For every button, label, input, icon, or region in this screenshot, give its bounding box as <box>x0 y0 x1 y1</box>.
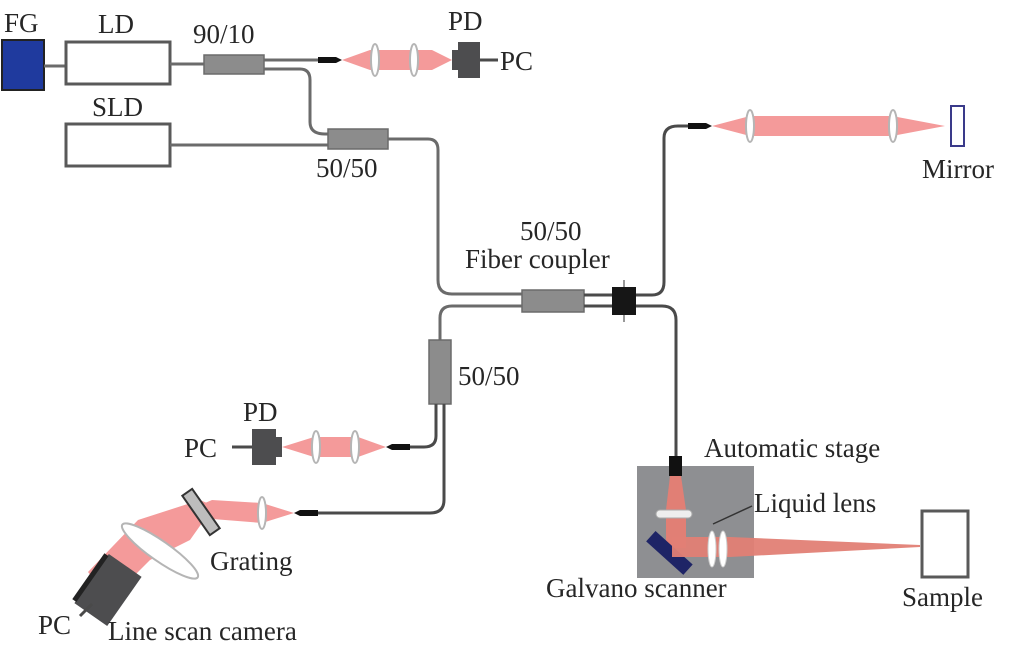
coupler-50-50-top <box>327 128 389 150</box>
fiber-connector-reference <box>688 123 712 129</box>
coupler-90-10-label: 90/10 <box>193 19 255 49</box>
photodiode-mid <box>252 429 276 465</box>
pc-bottom-label: PC <box>38 610 71 640</box>
line-scan-camera-label: Line scan camera <box>108 616 297 646</box>
lens-pd-mid-1 <box>311 430 321 464</box>
fiber-5050-to-fiber-coupler <box>388 137 522 296</box>
liquid-lens-label: Liquid lens <box>754 488 876 518</box>
beam-pd-mid <box>282 437 386 457</box>
lens-reference-1 <box>745 109 755 143</box>
lens-sample-collimator <box>655 509 693 519</box>
fiber-coupler-body <box>521 289 585 313</box>
reference-mirror <box>950 105 965 147</box>
lens-reference-2 <box>888 109 898 143</box>
pd-top-label: PD <box>448 6 483 36</box>
automatic-stage <box>637 466 754 578</box>
fiber-coupler-ratio-label: 50/50 <box>520 216 582 246</box>
coupler-90-10 <box>203 54 265 75</box>
laser-diode-box <box>64 40 172 86</box>
fg-label: FG <box>4 8 39 38</box>
coupler-50-50-mid-label: 50/50 <box>458 361 520 391</box>
galvano-scanner-mirror <box>646 530 693 575</box>
photodiode-mid-window <box>274 437 282 457</box>
fiber-reference-arm <box>636 124 688 297</box>
photodiode-top <box>458 42 480 78</box>
fiber-to-spectrometer <box>318 404 446 515</box>
sld-box <box>64 122 172 168</box>
liquid-lens-pointer <box>712 505 753 525</box>
liquid-lens-2 <box>718 530 728 568</box>
automatic-stage-label: Automatic stage <box>704 433 880 463</box>
fiber-connector-spectrometer <box>294 510 318 516</box>
pc-top-label: PC <box>500 46 533 76</box>
fiber-connector-top <box>318 57 342 63</box>
liquid-lens-1 <box>707 530 717 568</box>
pd-mid-label: PD <box>243 397 278 427</box>
lens-collimator <box>257 496 267 530</box>
lens-pd-top-1 <box>370 43 380 77</box>
beam-sample-horizontal <box>672 537 920 557</box>
photodiode-top-window <box>452 50 460 70</box>
fiber-coupler-label: Fiber coupler <box>465 244 610 274</box>
fiber-9010-to-5050 <box>264 67 328 136</box>
function-generator-box <box>1 39 45 91</box>
pc-mid-label: PC <box>184 433 217 463</box>
lens-pd-top-2 <box>409 43 419 77</box>
grating-label: Grating <box>210 546 292 576</box>
diffraction-grating <box>180 487 222 537</box>
fiber-connector-sample <box>669 456 682 476</box>
fiber-to-detection <box>438 304 522 340</box>
focusing-lens <box>120 522 200 580</box>
sld-label: SLD <box>92 92 143 122</box>
sample-label: Sample <box>902 582 983 612</box>
galvano-scanner-label: Galvano scanner <box>546 573 727 603</box>
line-scan-camera <box>72 553 142 627</box>
beam-reference <box>712 116 945 136</box>
lens-pd-mid-2 <box>350 430 360 464</box>
fiber-sample-arm <box>636 304 678 456</box>
sample-box <box>920 509 970 579</box>
mirror-label: Mirror <box>922 154 994 184</box>
fiber-connector-pd-mid <box>386 444 410 450</box>
coupler-50-50-top-label: 50/50 <box>316 153 378 183</box>
fiber-to-pd-mid <box>410 404 438 449</box>
polarization-controller <box>612 287 636 315</box>
beam-pd-top <box>342 50 452 70</box>
camera-cable <box>78 602 94 618</box>
ld-label: LD <box>98 9 134 39</box>
coupler-50-50-mid <box>428 339 452 405</box>
